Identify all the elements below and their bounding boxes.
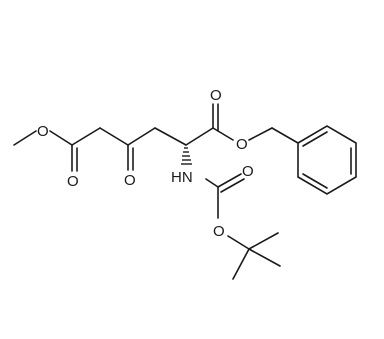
bond [205, 178, 219, 188]
bond [154, 127, 187, 146]
atom-labels: O O O O O HN O O [37, 87, 254, 240]
bond [49, 130, 73, 146]
bond [248, 248, 281, 267]
atom-label-boc-o2: O [213, 223, 225, 240]
bond [13, 130, 37, 146]
atom-label-ketone-o: O [124, 172, 136, 189]
atom-label-ester-o1: O [37, 123, 49, 140]
bond [127, 127, 156, 146]
bond [217, 173, 242, 188]
bond [271, 127, 299, 144]
atom-label-ester-o2: O [67, 173, 79, 190]
bond [248, 127, 273, 141]
bond [220, 178, 245, 193]
bond [71, 127, 101, 146]
bond-layer [13, 103, 299, 280]
benzene-ring [297, 125, 357, 195]
bond [232, 248, 250, 280]
stereo-wedge [181, 147, 192, 165]
atom-label-nh: HN [171, 169, 193, 186]
bond [248, 232, 279, 250]
atom-label-ester-o-benzyl: O [236, 136, 248, 153]
atom-label-carbonyl-o-top: O [210, 87, 222, 104]
bond [227, 235, 250, 250]
bond [185, 127, 214, 146]
bond [99, 127, 129, 146]
bond [212, 127, 234, 141]
atom-label-boc-o1: O [242, 163, 254, 180]
